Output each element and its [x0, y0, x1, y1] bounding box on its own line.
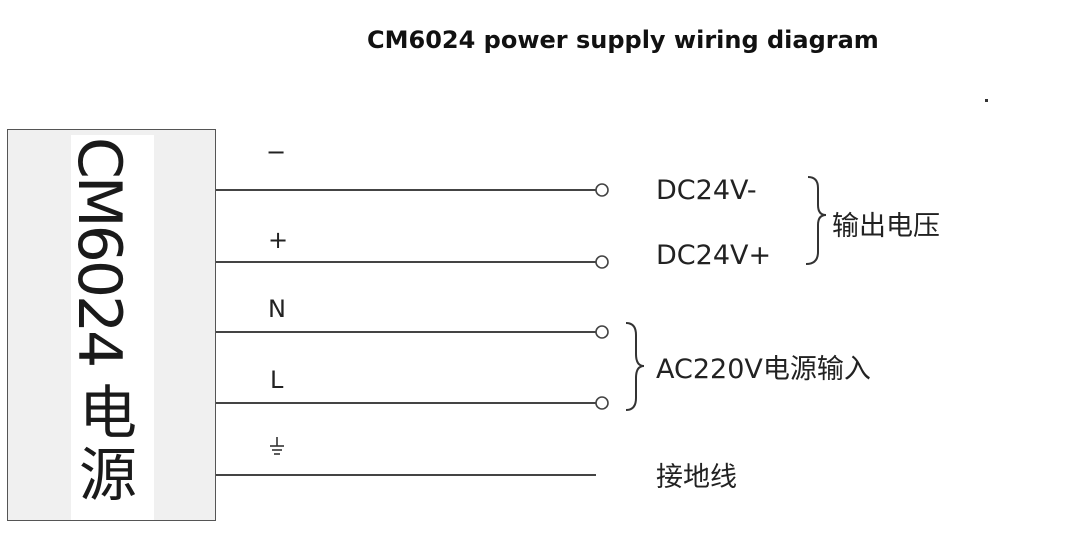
terminal-label-minus: −: [266, 138, 287, 166]
page-title: CM6024 power supply wiring diagram: [367, 26, 879, 54]
terminal-dc-plus: [595, 255, 609, 269]
label-dc-minus: DC24V-: [656, 175, 757, 206]
terminal-ac-n: [595, 325, 609, 339]
terminal-ac-l: [595, 396, 609, 410]
power-supply-box: [7, 129, 216, 521]
terminal-label-l: L: [270, 366, 284, 394]
power-supply-char-1: 电: [78, 379, 137, 447]
label-ac-input: AC220V电源输入: [656, 354, 871, 385]
ground-icon: [270, 437, 284, 455]
brace-ac-input: [625, 322, 645, 411]
label-dc-plus: DC24V+: [656, 240, 772, 271]
terminal-label-n: N: [268, 295, 286, 323]
stray-dot: [985, 99, 988, 102]
power-supply-label-area: [71, 135, 154, 520]
brace-dc-output: [805, 176, 827, 265]
terminal-dc-minus: [595, 183, 609, 197]
label-ground-wire: 接地线: [656, 462, 737, 493]
terminal-label-plus: +: [268, 226, 289, 254]
label-output-voltage: 输出电压: [832, 211, 940, 242]
power-supply-char-2: 源: [78, 441, 137, 509]
